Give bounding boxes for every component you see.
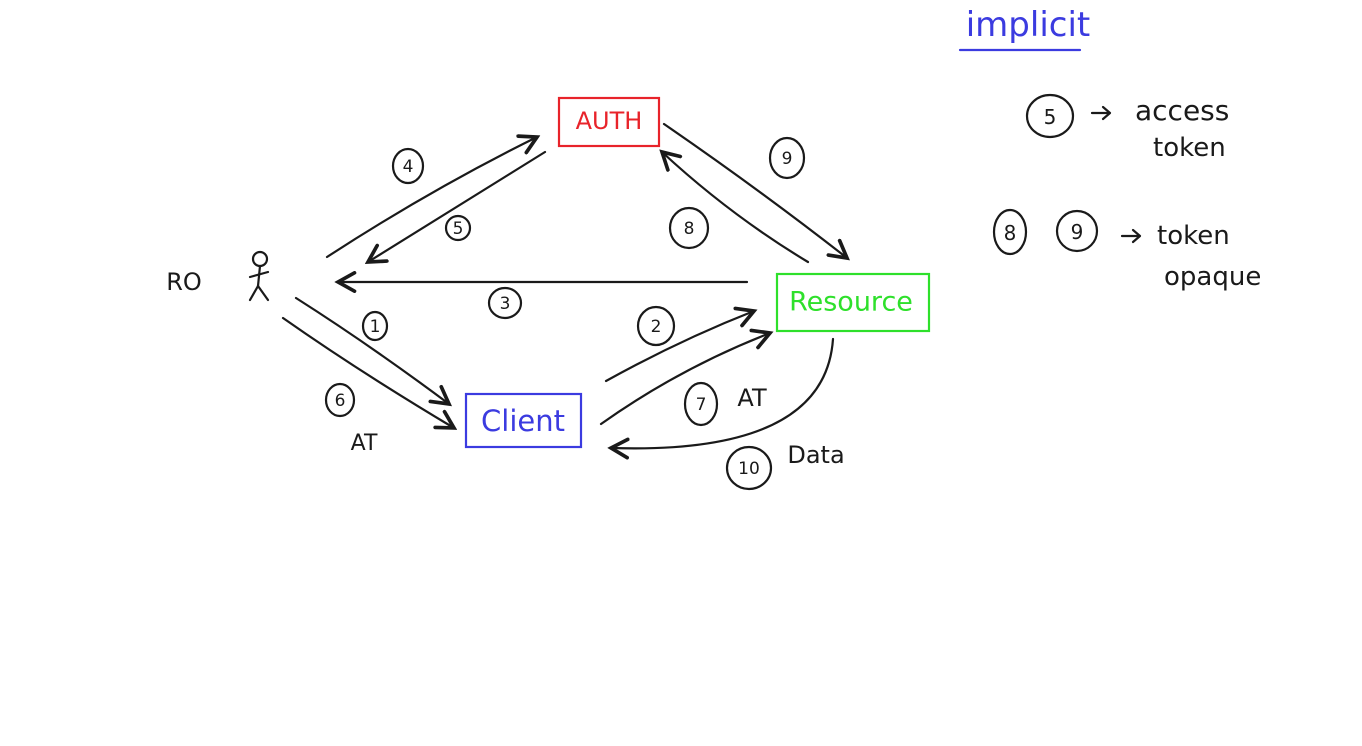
step-badge-6: 6 (324, 382, 356, 418)
arrow-step-2 (604, 311, 754, 383)
client-label: Client (481, 404, 565, 438)
step-number: 2 (651, 317, 662, 337)
resource-node: Resource (775, 272, 931, 333)
edge-label-step10: Data (787, 441, 844, 469)
arrow-step-10 (611, 337, 835, 448)
arrow-step-4 (325, 137, 537, 259)
auth-label: AUTH (576, 107, 643, 135)
client-node: Client (464, 392, 583, 449)
resource-label: Resource (789, 287, 913, 318)
arrow-step-1 (294, 296, 449, 404)
step-badge-2: 2 (636, 305, 676, 347)
step-badge-1: 1 (361, 310, 389, 342)
note-line-1: access (1135, 94, 1229, 127)
auth-node: AUTH (557, 96, 661, 148)
step-badge-8: 8 (668, 206, 710, 250)
person-icon (248, 250, 270, 302)
step-number: 7 (696, 395, 707, 415)
auth-box (557, 96, 661, 148)
step-number: 1 (370, 317, 381, 337)
edge-label-step7: AT (737, 384, 767, 412)
arrow-step-7 (599, 333, 770, 426)
step-badge-9: 9 (768, 136, 806, 180)
arrow-step-6 (281, 316, 454, 428)
note-access-token: 5 access token (1025, 93, 1229, 163)
right-arrow-icon (1120, 228, 1142, 244)
step-number: 4 (403, 157, 414, 177)
step-number: 9 (782, 149, 793, 169)
step-badge-7: 7 (683, 381, 719, 427)
note-line-2: opaque (1164, 262, 1261, 292)
note-step-number: 9 (1071, 220, 1084, 244)
note-token-opaque: 8 9 token opaque (992, 208, 1261, 292)
step-number: 6 (335, 391, 346, 411)
resource-owner-node: RO (166, 250, 270, 302)
note-line-1: token (1157, 221, 1230, 251)
right-arrow-icon (1090, 105, 1112, 121)
step-number: 3 (500, 294, 511, 314)
step-number: 8 (684, 219, 695, 239)
arrow-step-8 (662, 152, 810, 264)
step-badge-10: 10 (725, 445, 773, 491)
step-badge-3: 3 (487, 286, 523, 320)
step-number: 5 (453, 219, 464, 239)
note-step-number: 8 (1004, 221, 1017, 245)
step-badge-5: 5 (444, 214, 472, 242)
owner-label: RO (166, 268, 202, 296)
edge-label-step6: AT (351, 431, 378, 456)
client-box (464, 392, 583, 449)
step-badge-4: 4 (391, 147, 425, 185)
note-line-2: token (1153, 133, 1226, 163)
step-number: 10 (738, 459, 760, 479)
resource-box (775, 272, 931, 333)
arrow-step-5 (368, 150, 547, 262)
arrow-step-9 (662, 122, 847, 258)
diagram-title: implicit (966, 5, 1091, 45)
note-step-number: 5 (1044, 105, 1057, 129)
